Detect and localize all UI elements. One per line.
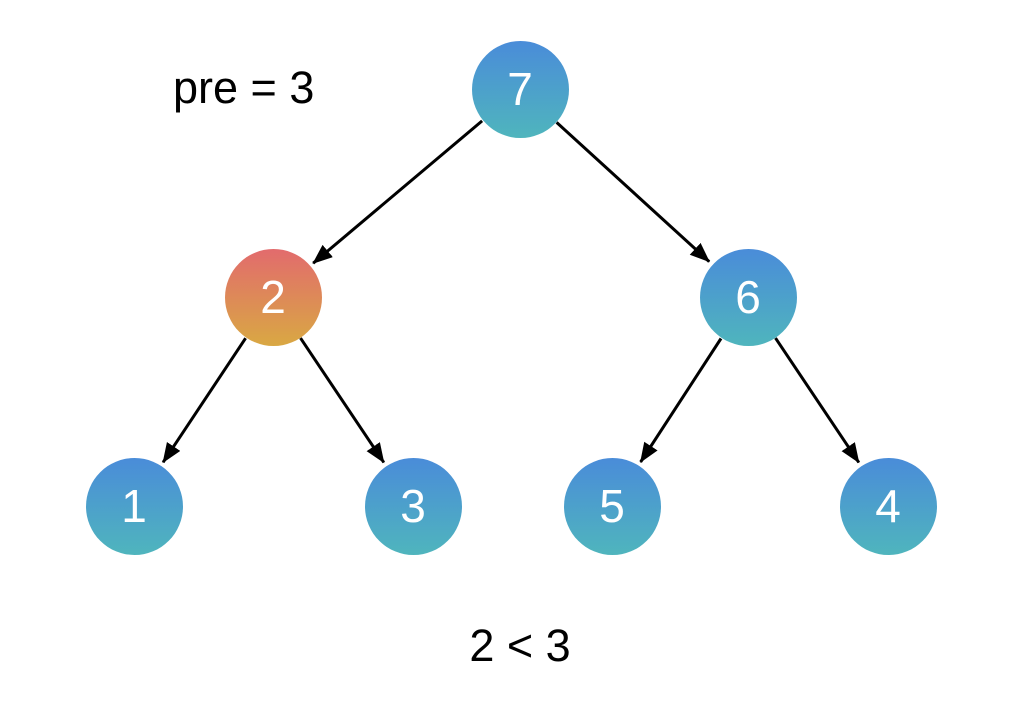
edge-n2-n3 [299, 337, 386, 464]
edge-n2-n1 [161, 337, 247, 464]
tree-node-2: 2 [224, 248, 322, 346]
node-value-label: 4 [875, 480, 901, 532]
comparison-label: 2 < 3 [469, 620, 571, 671]
node-value-label: 2 [260, 271, 286, 323]
tree-node-5: 5 [563, 457, 661, 555]
edge-n7-n2 [312, 119, 484, 265]
edge-n7-n6 [555, 121, 711, 263]
node-value-label: 7 [507, 63, 533, 115]
tree-node-1: 1 [85, 457, 183, 555]
node-value-label: 3 [400, 480, 426, 532]
tree-node-6: 6 [699, 248, 797, 346]
node-value-label: 1 [121, 480, 147, 532]
edge-n6-n5 [639, 337, 723, 463]
pre-value-label: pre = 3 [173, 62, 315, 113]
tree-node-3: 3 [364, 457, 462, 555]
edge-n6-n4 [774, 337, 861, 464]
tree-node-4: 4 [839, 457, 937, 555]
tree-node-7: 7 [471, 40, 569, 138]
node-value-label: 6 [735, 271, 761, 323]
node-value-label: 5 [599, 480, 625, 532]
